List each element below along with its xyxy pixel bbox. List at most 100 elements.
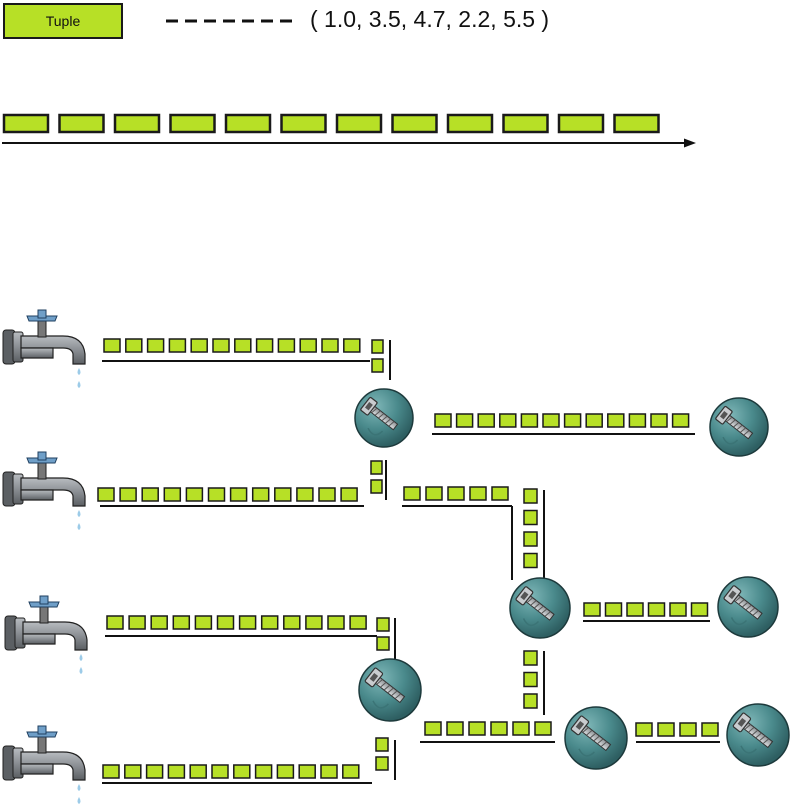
tuple-block bbox=[404, 487, 420, 500]
tuple-block bbox=[372, 340, 383, 353]
tuple-block bbox=[524, 532, 537, 546]
tuple-block bbox=[275, 488, 291, 501]
water-faucet-icon bbox=[3, 310, 85, 388]
tuple-block bbox=[651, 414, 667, 427]
bolt-sphere-icon bbox=[510, 578, 570, 638]
tuple-block bbox=[300, 339, 316, 352]
tuple-block bbox=[426, 487, 442, 500]
tuple-block bbox=[470, 487, 486, 500]
tuple-block bbox=[164, 488, 180, 501]
tuple-block bbox=[565, 414, 581, 427]
tuple-block bbox=[190, 765, 206, 778]
tuple-block bbox=[60, 115, 104, 132]
tuple-block bbox=[107, 616, 123, 629]
tuple-block bbox=[148, 339, 164, 352]
tuple-block bbox=[168, 765, 184, 778]
tuple-block bbox=[376, 757, 388, 770]
tuple-block bbox=[209, 488, 225, 501]
tuple-block bbox=[218, 616, 234, 629]
tuple-block bbox=[234, 765, 250, 778]
bolt-sphere-icon bbox=[710, 398, 768, 456]
tuple-block bbox=[191, 339, 207, 352]
tuple-block bbox=[469, 722, 485, 735]
tuple-block bbox=[524, 651, 537, 665]
tuple-block bbox=[649, 603, 665, 616]
tuple-block bbox=[284, 616, 300, 629]
tuple-block bbox=[521, 414, 537, 427]
tuple-block bbox=[171, 115, 215, 132]
tuple-block bbox=[322, 339, 338, 352]
tuple-block bbox=[658, 723, 674, 736]
bolt-sphere-icon bbox=[355, 389, 413, 447]
tuple-block bbox=[615, 115, 659, 132]
tuple-block bbox=[636, 723, 652, 736]
tuple-block bbox=[253, 488, 269, 501]
tuple-block bbox=[608, 414, 624, 427]
tuple-block bbox=[448, 115, 492, 132]
tuple-block bbox=[702, 723, 718, 736]
tuple-block bbox=[371, 480, 382, 493]
tuple-block bbox=[278, 339, 294, 352]
tuple-block bbox=[212, 765, 228, 778]
tuple-block bbox=[457, 414, 473, 427]
tuple-block bbox=[478, 414, 494, 427]
tuple-block bbox=[584, 603, 600, 616]
tuple-block bbox=[377, 637, 389, 650]
tuple-block bbox=[115, 115, 159, 132]
tuple-block bbox=[125, 765, 141, 778]
tuple-block bbox=[4, 115, 48, 132]
tuple-block bbox=[680, 723, 696, 736]
bolt-sphere-icon bbox=[718, 577, 778, 637]
bolt-sphere-icon bbox=[727, 704, 789, 766]
tuple-block bbox=[627, 603, 643, 616]
tuple-block bbox=[372, 359, 383, 372]
tuple-block bbox=[393, 115, 437, 132]
tuple-block bbox=[524, 489, 537, 503]
tuple-block bbox=[103, 765, 119, 778]
tuple-block bbox=[350, 616, 366, 629]
tuple-block bbox=[257, 339, 273, 352]
tuple-block bbox=[297, 488, 313, 501]
tuple-block bbox=[524, 511, 537, 525]
tuple-block bbox=[692, 603, 708, 616]
tuple-block bbox=[299, 765, 315, 778]
tuple-block bbox=[306, 616, 322, 629]
tuple-block bbox=[543, 414, 559, 427]
tuple-block bbox=[491, 722, 507, 735]
tuple-block bbox=[504, 115, 548, 132]
tuple-block bbox=[186, 488, 202, 501]
tuple-block bbox=[492, 487, 508, 500]
tuple-block bbox=[120, 488, 136, 501]
tuple-block bbox=[447, 722, 463, 735]
tuple-block bbox=[173, 616, 189, 629]
tuple-block bbox=[344, 339, 360, 352]
bolt-sphere-icon bbox=[359, 659, 421, 721]
tuple-block bbox=[524, 554, 537, 568]
tuple-block bbox=[147, 765, 163, 778]
water-faucet-icon bbox=[5, 596, 87, 674]
tuple-block bbox=[104, 339, 120, 352]
tuple-block bbox=[673, 414, 689, 427]
tuple-block bbox=[240, 616, 256, 629]
tuple-block bbox=[98, 488, 114, 501]
tuple-block bbox=[226, 115, 270, 132]
tuple-block bbox=[629, 414, 645, 427]
tuple-block bbox=[371, 461, 382, 474]
bolt-sphere-icon bbox=[565, 707, 627, 769]
tuple-block bbox=[448, 487, 464, 500]
tuple-block bbox=[213, 339, 229, 352]
tuple-block bbox=[277, 765, 293, 778]
tuple-block bbox=[231, 488, 247, 501]
tuple-block bbox=[559, 115, 603, 132]
tuple-block bbox=[670, 603, 686, 616]
arrow-head-icon bbox=[684, 139, 696, 148]
tuple-block bbox=[142, 488, 158, 501]
tuple-block bbox=[376, 738, 388, 751]
tuple-block bbox=[126, 339, 142, 352]
tuple-block bbox=[524, 694, 537, 708]
tuple-block bbox=[319, 488, 335, 501]
water-faucet-icon bbox=[3, 726, 85, 804]
tuple-block bbox=[169, 339, 185, 352]
tuple-block bbox=[262, 616, 278, 629]
